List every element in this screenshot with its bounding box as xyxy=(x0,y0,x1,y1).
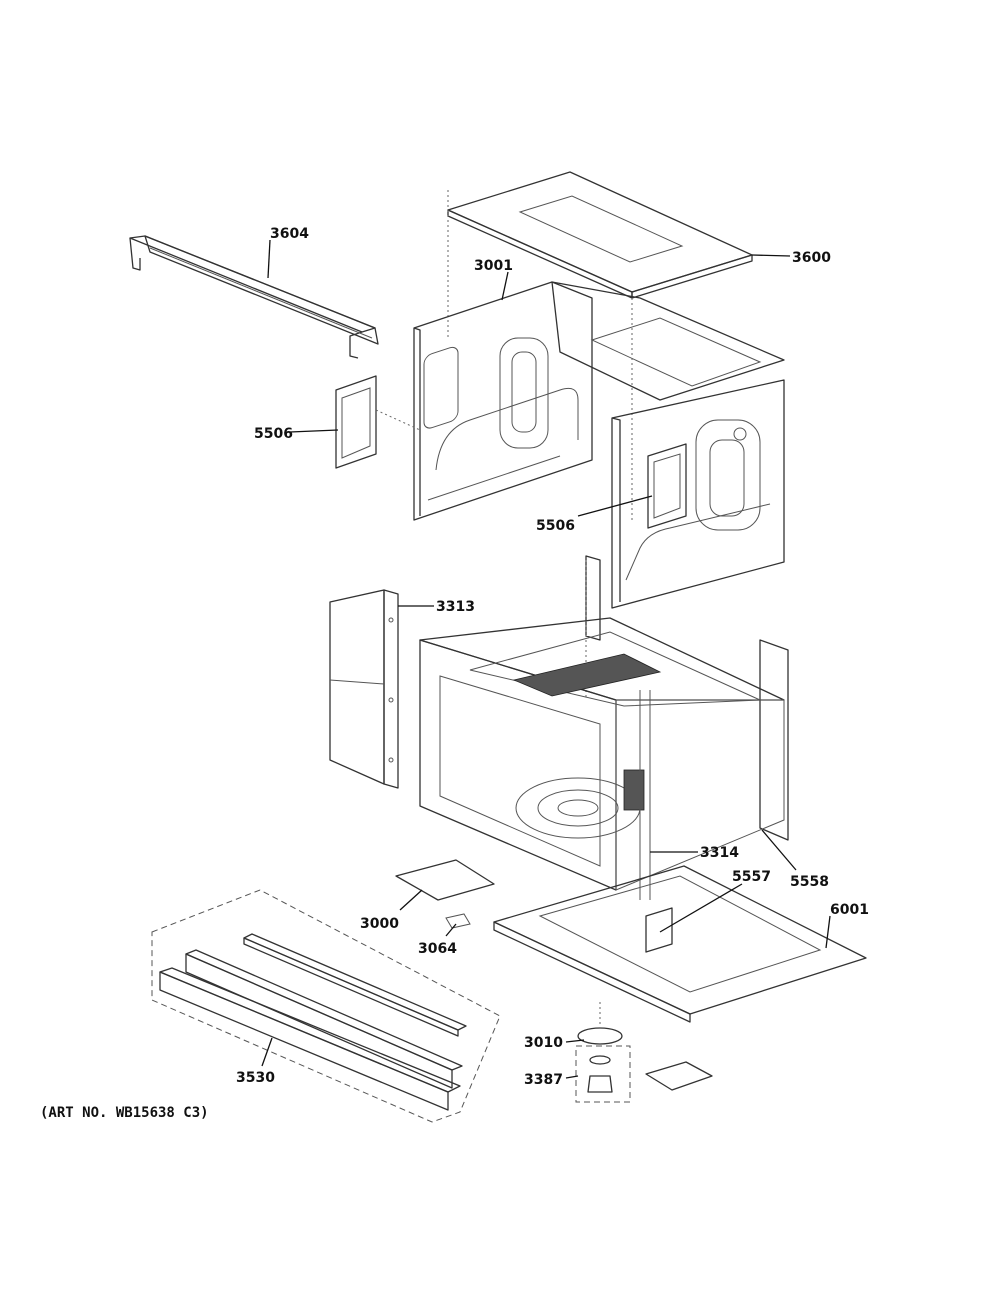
callout-3313: 3313 xyxy=(436,599,475,615)
callout-3314: 3314 xyxy=(700,845,739,861)
callout-3600: 3600 xyxy=(792,250,831,266)
cover-plate-part xyxy=(395,859,495,929)
callout-5506-left: 5506 xyxy=(254,426,293,442)
callout-6001: 6001 xyxy=(830,902,869,918)
cavity-front-frame xyxy=(419,617,785,900)
access-gasket-right xyxy=(647,443,687,529)
oven-roof-part xyxy=(551,281,785,401)
turntable-parts xyxy=(575,1002,713,1103)
callout-3001: 3001 xyxy=(474,258,513,274)
callout-3010: 3010 xyxy=(524,1035,563,1051)
callout-3387: 3387 xyxy=(524,1072,563,1088)
right-wrapper-panel xyxy=(611,379,785,609)
callout-5557: 5557 xyxy=(732,869,771,885)
callout-3064: 3064 xyxy=(418,941,457,957)
callout-3604: 3604 xyxy=(270,226,309,242)
callout-5506-right: 5506 xyxy=(536,518,575,534)
access-gasket-left xyxy=(335,375,421,469)
callout-5558: 5558 xyxy=(790,874,829,890)
base-pan-part xyxy=(493,865,867,1023)
callout-3530: 3530 xyxy=(236,1070,275,1086)
art-number: (ART NO. WB15638 C3) xyxy=(40,1105,209,1121)
leader-lines xyxy=(261,239,831,1079)
rear-bracket-part xyxy=(129,235,379,359)
side-bracket-part xyxy=(329,589,399,789)
left-wrapper-panel xyxy=(413,281,593,521)
callout-3000: 3000 xyxy=(360,916,399,932)
top-cover-part xyxy=(447,171,753,520)
trim-kit-part xyxy=(151,889,501,1123)
